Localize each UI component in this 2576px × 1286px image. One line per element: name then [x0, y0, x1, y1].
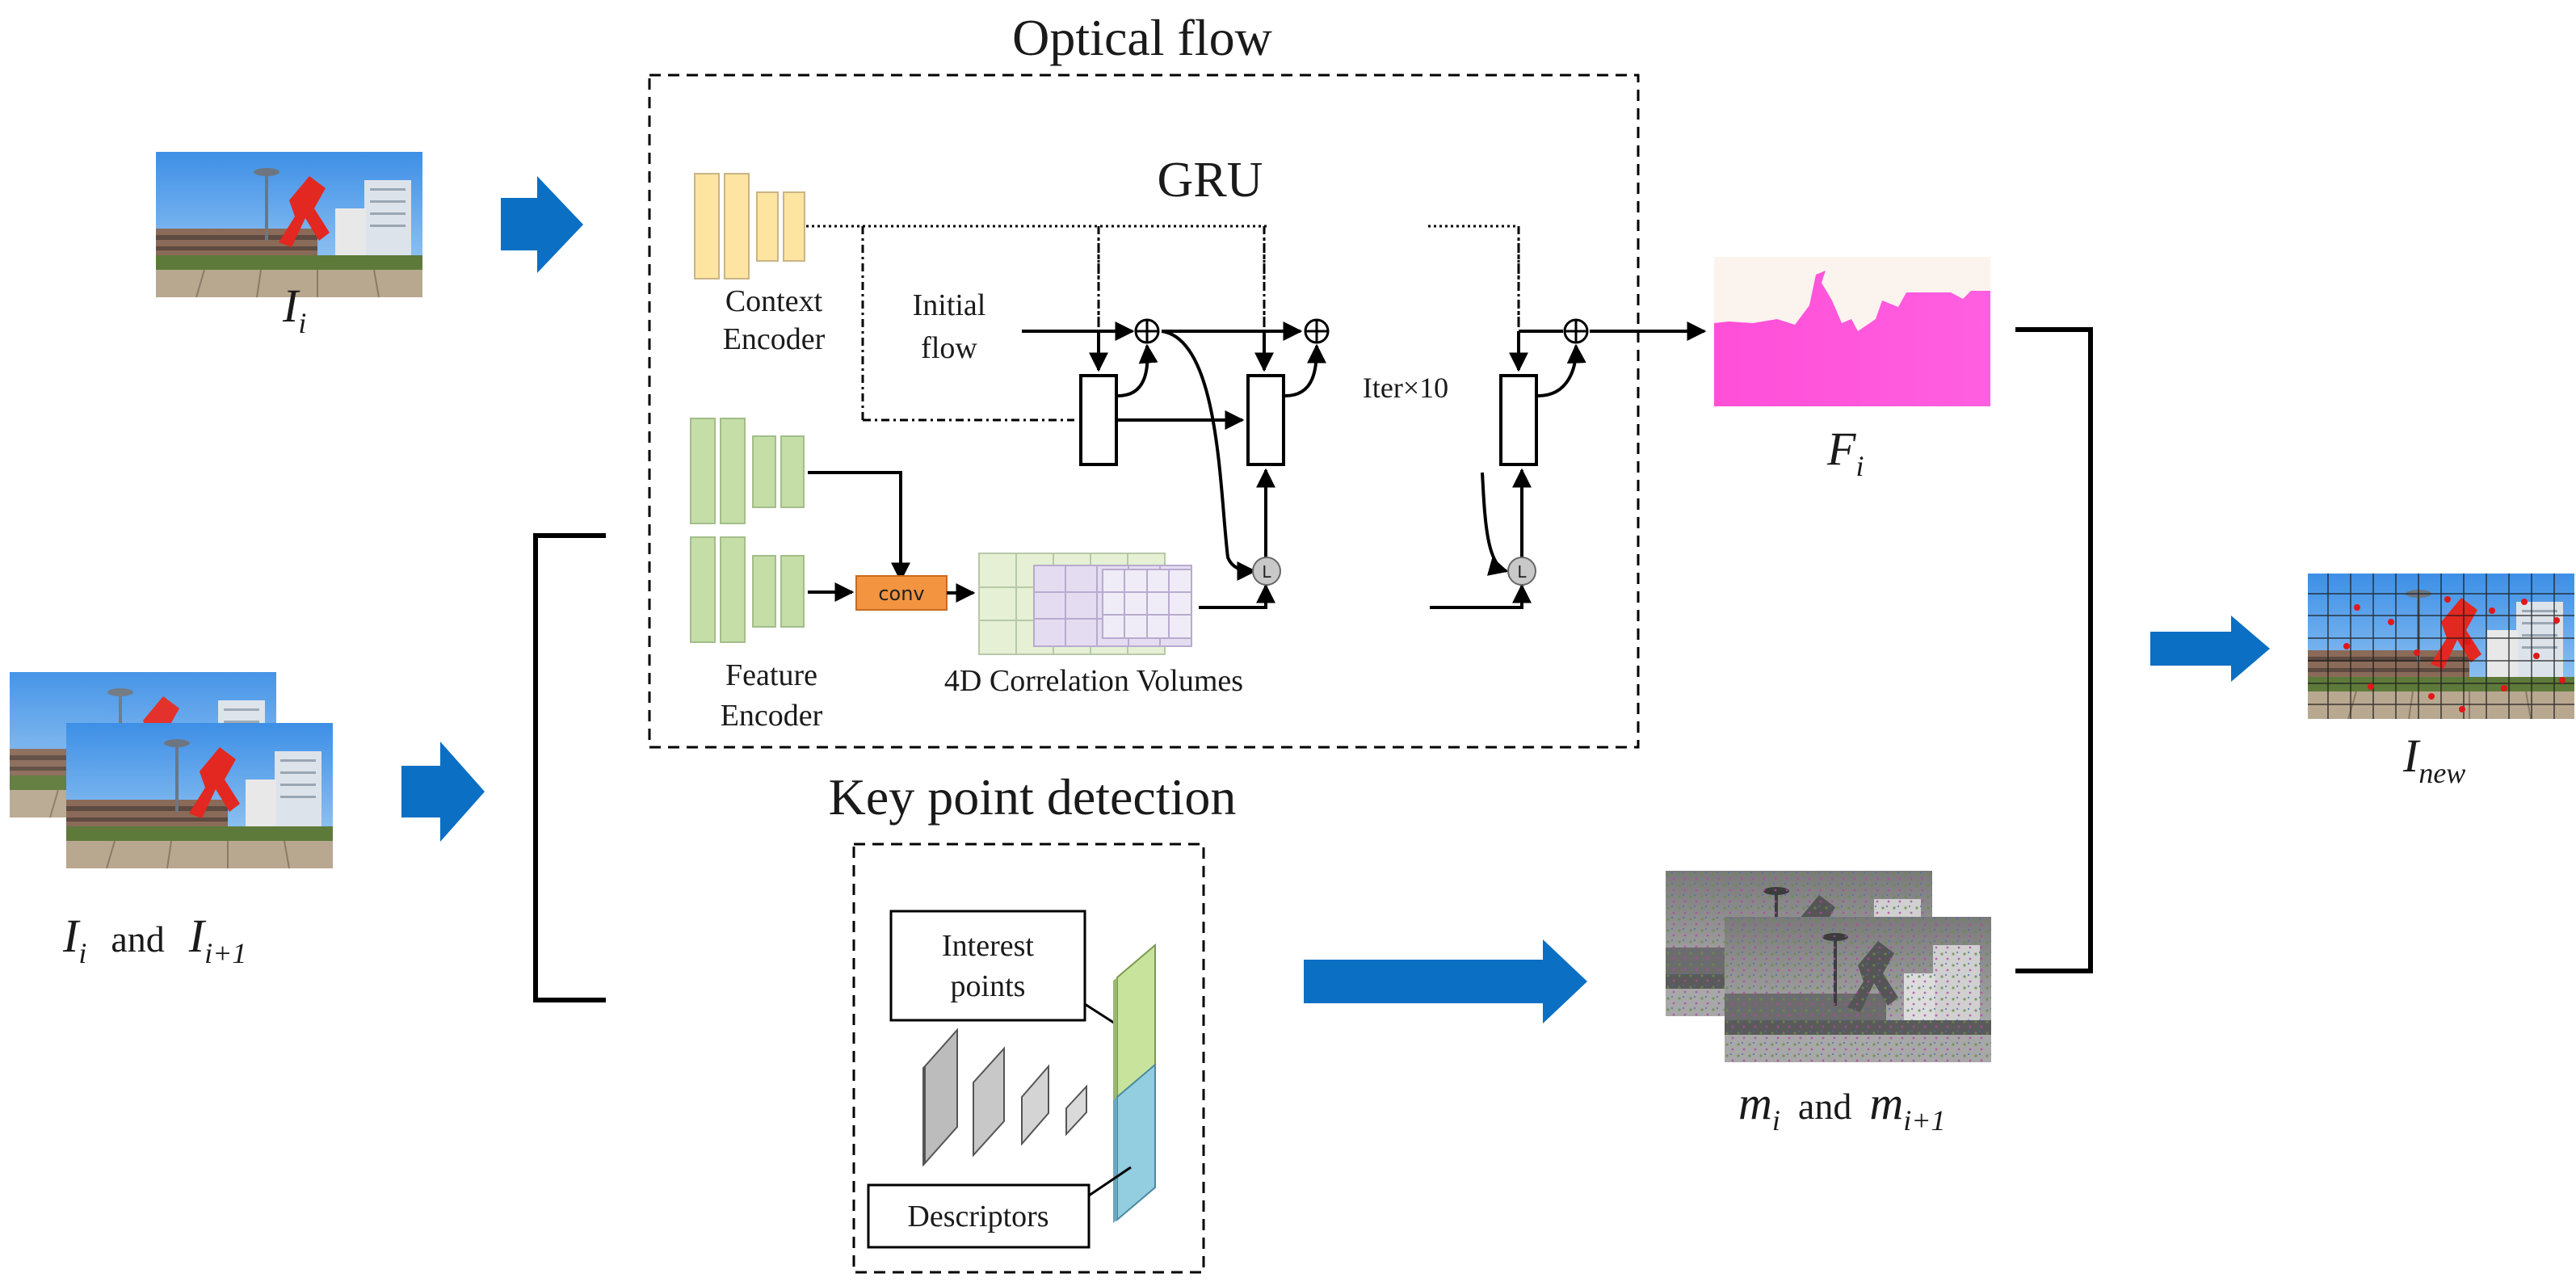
- split-bracket: [533, 533, 606, 1002]
- keypoint-title: Key point detection: [829, 768, 1237, 826]
- feature-encoder-label-2: Encoder: [721, 699, 823, 733]
- optical-flow-title: Optical flow: [1012, 9, 1272, 66]
- svg-text:points: points: [951, 969, 1026, 1003]
- flow-field-image: [1714, 257, 1990, 406]
- feature-encoder-label: Feature: [725, 658, 817, 692]
- svg-text:L: L: [1262, 562, 1271, 582]
- plus-node-3: [1563, 318, 1589, 344]
- input-image-i: [155, 151, 423, 298]
- merge-bracket: [2015, 327, 2093, 973]
- correlation-volumes-label: 4D Correlation Volumes: [944, 664, 1243, 698]
- blue-arrow-3: [1304, 939, 1587, 1023]
- blue-arrow-4: [2150, 616, 2270, 682]
- iter-label: Iter×10: [1363, 372, 1448, 404]
- context-encoder: [694, 173, 805, 279]
- descriptors-head: [1113, 1062, 1156, 1223]
- plus-node-2: [1304, 318, 1330, 344]
- gru-cell-2: [1246, 374, 1285, 466]
- initial-flow-label: Initial: [913, 288, 986, 322]
- gru-cell-1: [1079, 374, 1118, 466]
- label-I-new: Inew: [2402, 729, 2465, 789]
- lookup-node-2: L: [1507, 557, 1536, 586]
- keypoint-box: [852, 843, 1205, 1274]
- context-encoder-label-2: Encoder: [723, 322, 826, 356]
- conv-block: conv: [855, 575, 948, 611]
- feature-encoder: [690, 418, 805, 643]
- svg-text:conv: conv: [878, 582, 924, 605]
- context-hidden-lines: [806, 225, 1520, 319]
- svg-text:L: L: [1517, 562, 1527, 582]
- plus-node-1: [1134, 318, 1160, 344]
- label-F-i: Fi: [1826, 422, 1864, 482]
- lookup-node-1: L: [1252, 557, 1281, 586]
- input-image-pair: [9, 671, 334, 869]
- output-image: [2307, 573, 2575, 720]
- initial-flow-label-2: flow: [921, 331, 977, 365]
- label-I-i: Ii: [282, 279, 306, 339]
- gru-cell-3: [1499, 374, 1538, 466]
- svg-text:Descriptors: Descriptors: [907, 1200, 1048, 1233]
- correlation-volumes: [978, 553, 1192, 655]
- keypoint-images: [1666, 871, 1991, 1062]
- blue-arrow-1: [501, 176, 583, 273]
- descriptors-box: Descriptors: [867, 1183, 1090, 1249]
- backbone-layers: [922, 1028, 1087, 1167]
- interest-points-box: Interest points: [889, 910, 1086, 1022]
- context-encoder-label: Context: [725, 284, 823, 318]
- blue-arrow-2: [401, 742, 485, 842]
- optical-flow-box: [648, 74, 1640, 749]
- gru-label: GRU: [1158, 153, 1263, 208]
- svg-text:Interest: Interest: [942, 929, 1034, 963]
